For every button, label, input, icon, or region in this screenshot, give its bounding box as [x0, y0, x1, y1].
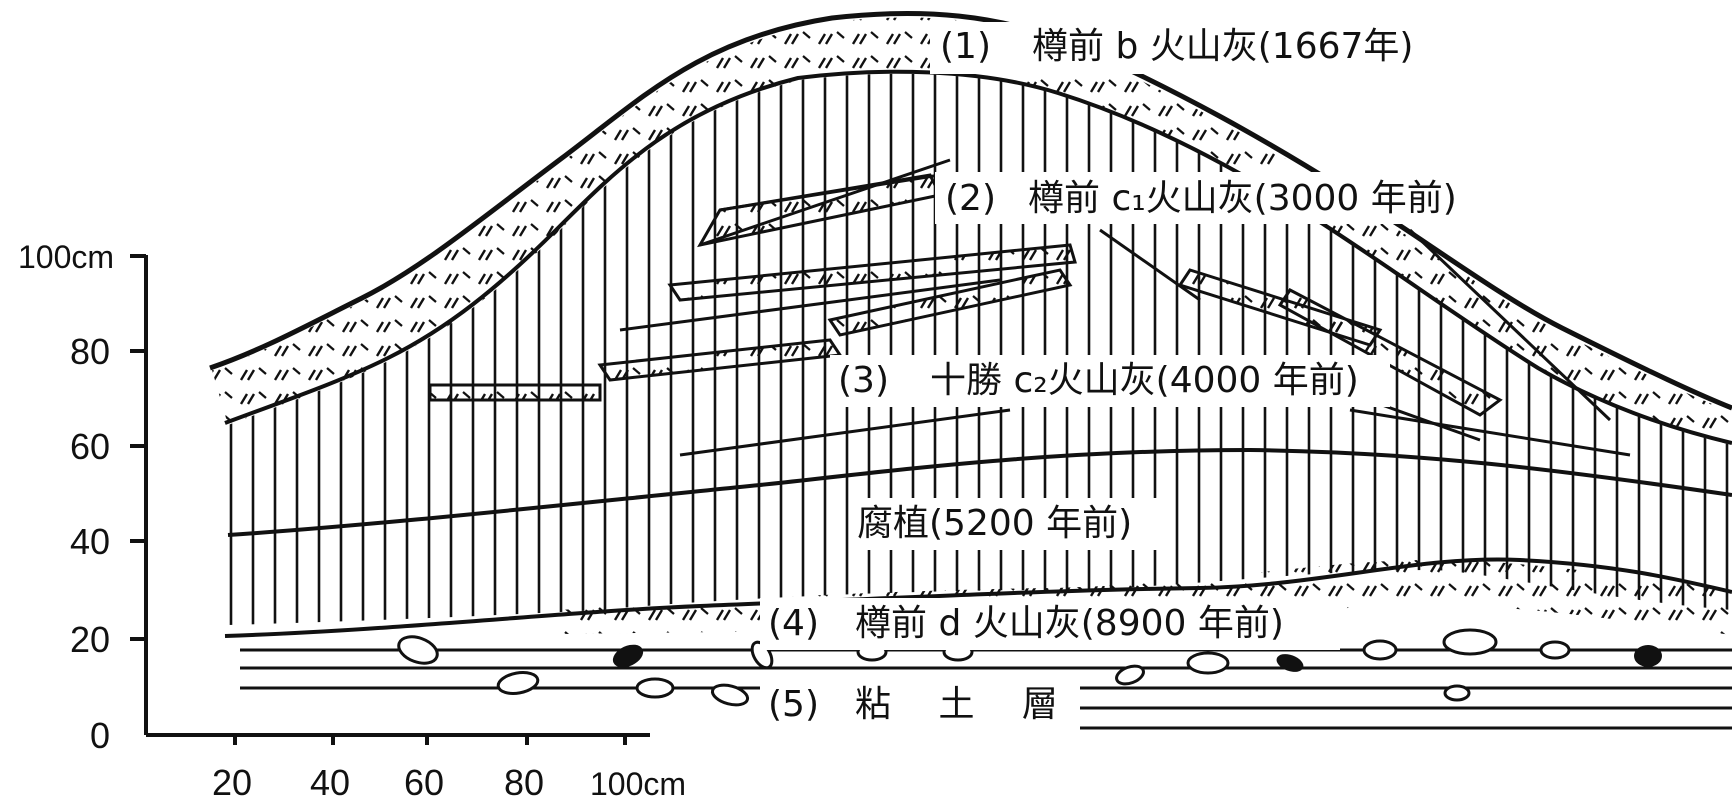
- layer-name: 腐植(5200 年前): [857, 503, 1132, 544]
- layer-number: (4): [768, 603, 819, 644]
- x-tick-label: 40: [310, 762, 350, 803]
- x-tick-label: 60: [404, 762, 444, 803]
- y-axis-labels: 100cm 80 60 40 20 0: [18, 239, 114, 756]
- layer-number: (5): [768, 684, 819, 725]
- y-tick-label: 40: [70, 521, 110, 562]
- y-axis-unit-label: 100cm: [18, 239, 114, 275]
- y-tick-label: 60: [70, 426, 110, 467]
- x-axis-labels: 20 40 60 80 100cm: [212, 762, 686, 803]
- axes: [130, 254, 650, 745]
- layer-name: 樽前 d 火山灰(8900 年前): [855, 603, 1284, 644]
- layer-number: (1): [940, 26, 991, 67]
- y-tick-label: 0: [90, 715, 110, 756]
- layer-labels: (1) 樽前 b 火山灰(1667年) (2) 樽前 c₁火山灰(3000 年前…: [760, 22, 1515, 734]
- x-tick-label: 80: [504, 762, 544, 803]
- layer-number: (3): [838, 360, 889, 401]
- layer-name: 粘 土 層: [855, 684, 1076, 725]
- x-tick-label: 20: [212, 762, 252, 803]
- y-tick-label: 20: [70, 619, 110, 660]
- layer-name: 十勝 c₂火山灰(4000 年前): [930, 360, 1359, 401]
- layer-name: 樽前 b 火山灰(1667年): [1032, 26, 1413, 67]
- y-tick-label: 80: [70, 331, 110, 372]
- layer-name: 樽前 c₁火山灰(3000 年前): [1028, 178, 1457, 219]
- layer-number: (2): [945, 178, 996, 219]
- x-axis-unit-label: 100cm: [590, 766, 686, 802]
